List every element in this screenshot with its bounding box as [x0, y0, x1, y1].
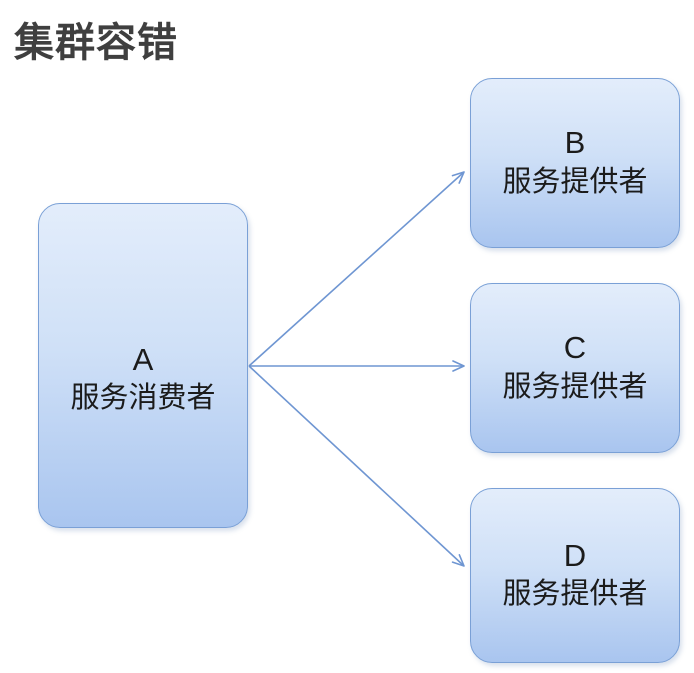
node-service-consumer-a[interactable]: A 服务消费者: [38, 203, 248, 528]
node-letter: B: [564, 125, 586, 161]
node-letter: C: [563, 330, 587, 366]
node-service-provider-b[interactable]: B 服务提供者: [470, 78, 680, 248]
node-label: 服务提供者: [502, 165, 648, 198]
edge-a-to-d: [248, 365, 465, 567]
node-label: 服务提供者: [502, 578, 648, 611]
edge-a-to-b: [248, 171, 465, 367]
node-service-provider-d[interactable]: D 服务提供者: [470, 488, 680, 663]
node-label: 服务消费者: [70, 382, 216, 415]
node-label: 服务提供者: [502, 370, 648, 403]
page-title: 集群容错: [14, 21, 178, 65]
node-letter: D: [563, 537, 587, 573]
node-letter: A: [132, 341, 154, 377]
node-service-provider-c[interactable]: C 服务提供者: [470, 283, 680, 453]
